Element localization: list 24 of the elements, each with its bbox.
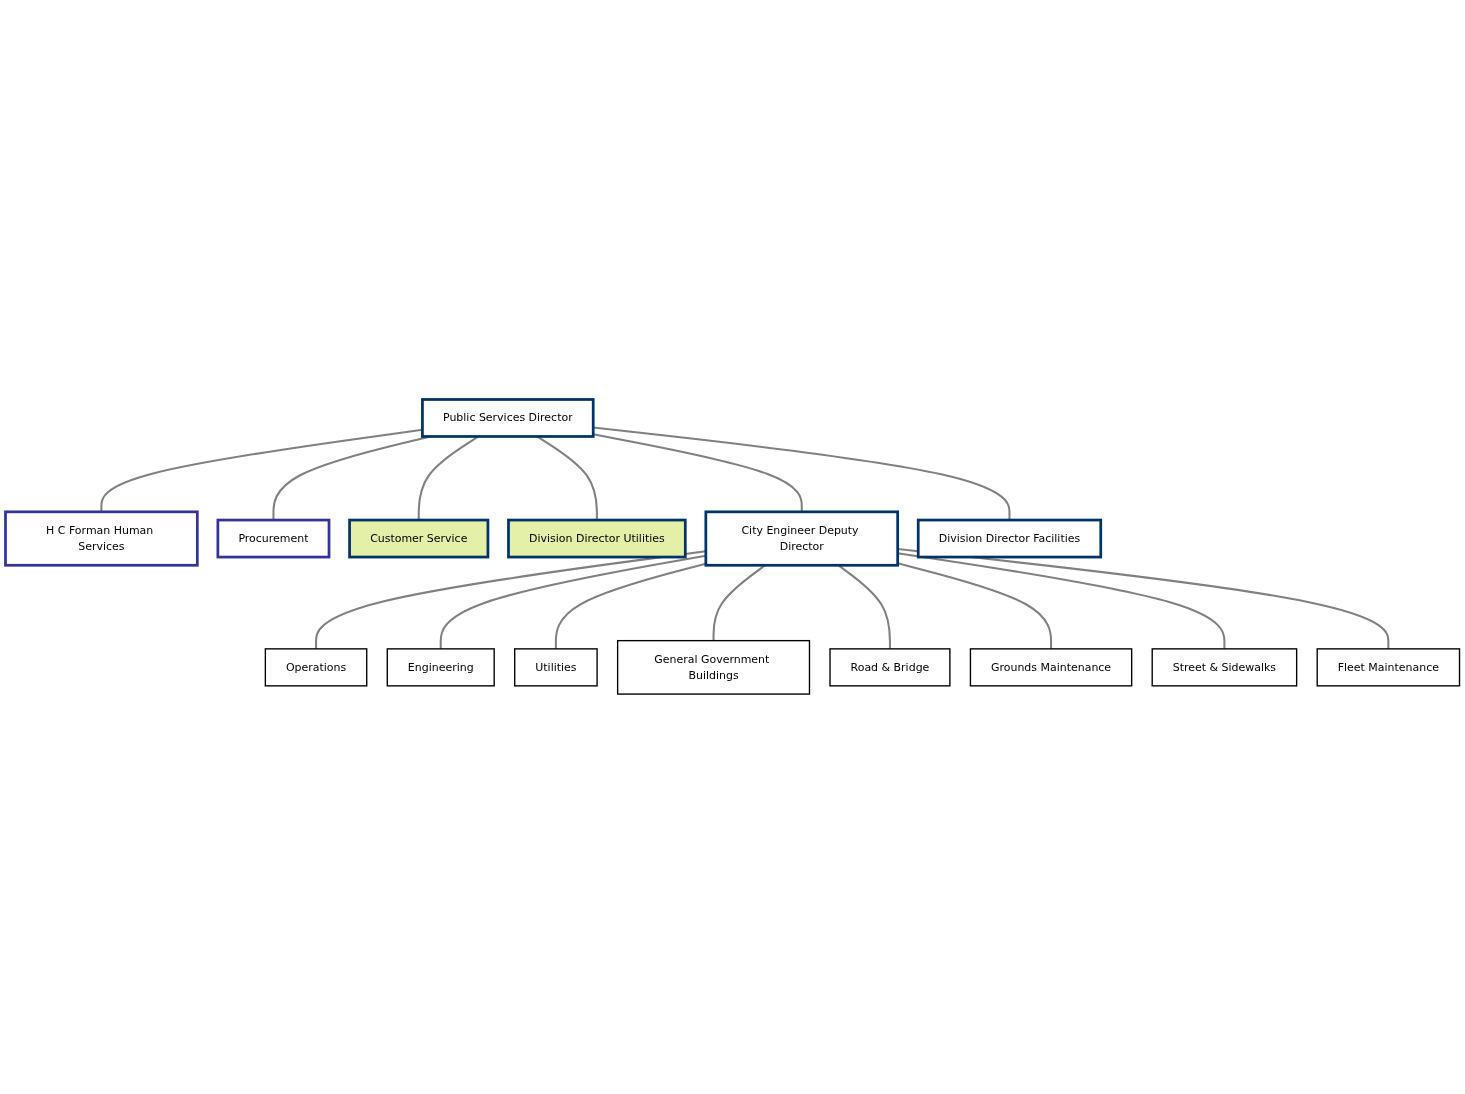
connector	[593, 426, 1011, 521]
node-box: Division Director Utilities	[507, 518, 687, 559]
node-box: Fleet Maintenance	[1316, 648, 1461, 687]
node-box: Street & Sidewalks	[1151, 648, 1298, 687]
node-box: General Government Buildings	[616, 640, 811, 695]
node-box: Utilities	[514, 648, 598, 687]
node-box: Division Director Facilities	[916, 518, 1103, 559]
connector	[897, 548, 1390, 650]
connector	[100, 428, 423, 513]
node-box: Public Services Director	[421, 398, 595, 439]
connector	[554, 562, 707, 650]
node-box: Engineering	[386, 648, 495, 687]
node-box: City Engineer Deputy Director	[704, 510, 900, 567]
connector	[897, 552, 1226, 650]
node-box: Grounds Maintenance	[969, 648, 1133, 687]
node-box: Customer Service	[348, 518, 490, 559]
node-box: Procurement	[216, 518, 331, 559]
connector	[315, 550, 706, 650]
node-box: H C Forman Human Services	[4, 510, 199, 567]
connector	[897, 562, 1053, 650]
connector	[439, 554, 707, 650]
node-box: Operations	[264, 648, 368, 687]
node-box: Road & Bridge	[829, 648, 951, 687]
connector	[593, 433, 803, 513]
